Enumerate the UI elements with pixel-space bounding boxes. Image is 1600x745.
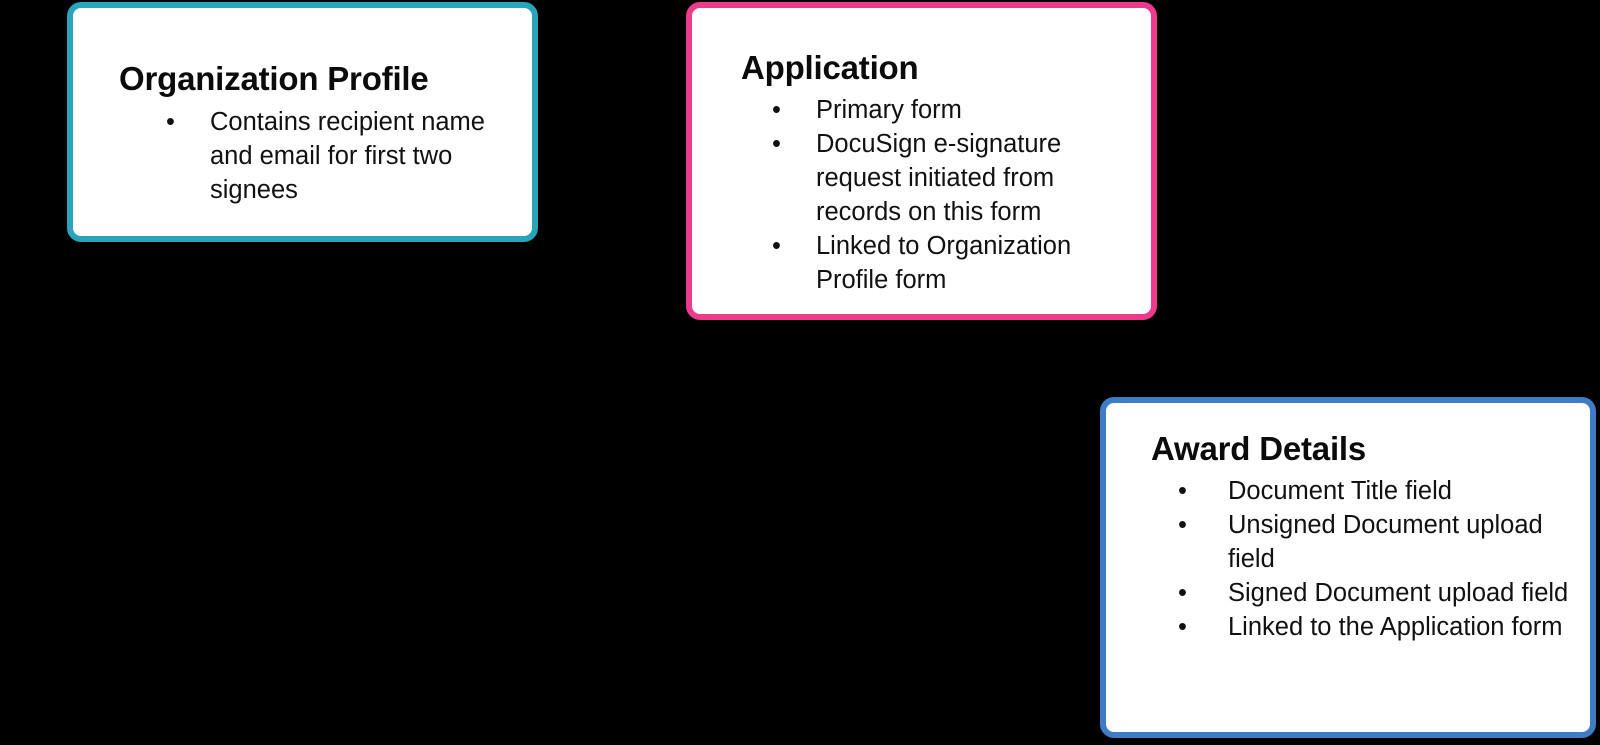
list-item: • Contains recipient name and email for … xyxy=(118,105,508,207)
list-item: • Signed Document upload field xyxy=(1150,576,1580,610)
card-organization-profile[interactable]: Organization Profile • Contains recipien… xyxy=(67,2,538,242)
bullet-list-award-details: • Document Title field • Unsigned Docume… xyxy=(1150,474,1580,644)
list-item-text: DocuSign e-signature request initiated f… xyxy=(816,130,1062,226)
list-item-text: Unsigned Document upload field xyxy=(1228,511,1543,573)
card-award-details[interactable]: Award Details • Document Title field • U… xyxy=(1100,397,1596,738)
list-item-text: Linked to Organization Profile form xyxy=(816,232,1072,294)
list-item: • Unsigned Document upload field xyxy=(1150,508,1580,576)
bullet-point-icon: • xyxy=(772,232,781,260)
bullet-point-icon: • xyxy=(1178,613,1187,641)
list-item: • Linked to the Application form xyxy=(1150,610,1580,644)
list-item-text: Signed Document upload field xyxy=(1228,579,1569,607)
list-item-text: Document Title field xyxy=(1228,477,1452,505)
list-item-text: Primary form xyxy=(816,96,962,124)
list-item: • Primary form xyxy=(740,93,1140,127)
card-application[interactable]: Application • Primary form • DocuSign e-… xyxy=(686,2,1157,320)
list-item: • Document Title field xyxy=(1150,474,1580,508)
card-title-award-details: Award Details xyxy=(1151,430,1367,467)
list-item: • DocuSign e-signature request initiated… xyxy=(740,127,1140,229)
card-title-application: Application xyxy=(741,49,919,86)
list-item: • Linked to Organization Profile form xyxy=(740,229,1140,297)
bullet-list-application: • Primary form • DocuSign e-signature re… xyxy=(740,93,1140,297)
card-title-organization-profile: Organization Profile xyxy=(119,60,429,97)
bullet-point-icon: • xyxy=(166,108,175,136)
bullet-point-icon: • xyxy=(772,96,781,124)
bullet-list-organization-profile: • Contains recipient name and email for … xyxy=(118,105,508,207)
bullet-point-icon: • xyxy=(1178,477,1187,505)
list-item-text: Linked to the Application form xyxy=(1228,613,1563,641)
bullet-point-icon: • xyxy=(772,130,781,158)
bullet-point-icon: • xyxy=(1178,511,1187,539)
bullet-point-icon: • xyxy=(1178,579,1187,607)
list-item-text: Contains recipient name and email for fi… xyxy=(210,108,485,204)
